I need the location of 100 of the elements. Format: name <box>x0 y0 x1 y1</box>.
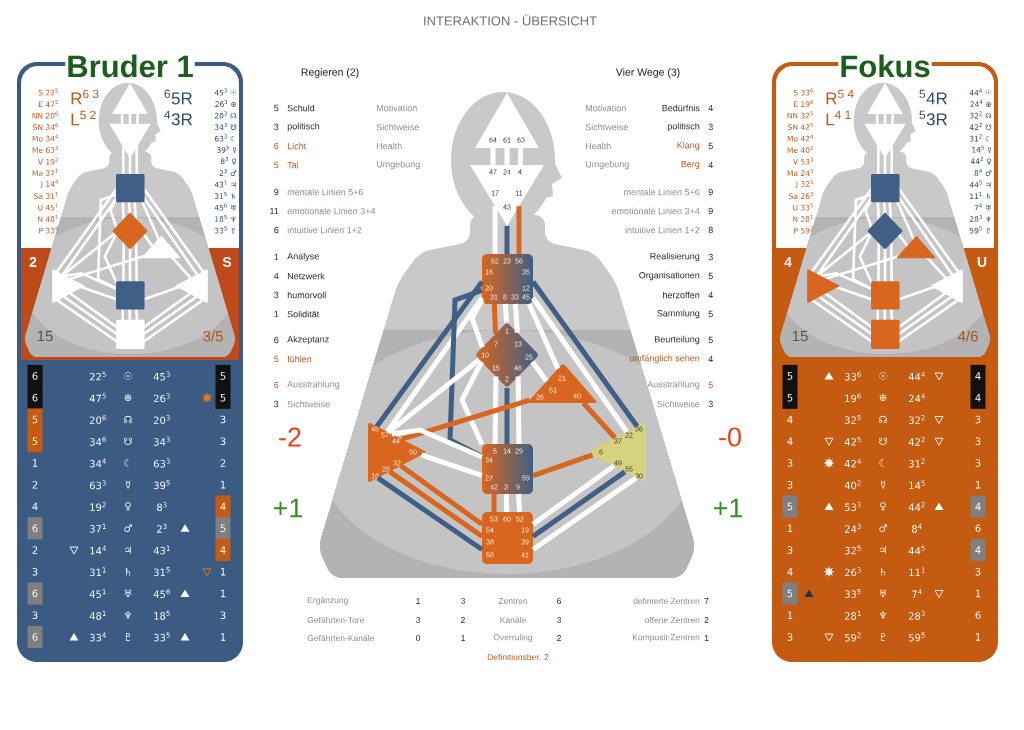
count-number: 3 <box>708 253 713 261</box>
planet-symbol: ♆ <box>879 611 887 619</box>
line-number: 3 <box>220 415 226 424</box>
channel-line <box>374 280 485 428</box>
count-number: 5 <box>708 336 713 344</box>
gate-number: 2$^{3}$ <box>157 523 167 533</box>
planet-symbol: ♅ <box>124 589 132 598</box>
gate-number: 47$^{5}$ <box>89 393 106 403</box>
gate-number: 31$^{5}$ <box>153 567 170 577</box>
channel-line <box>459 360 485 446</box>
gate-number: 42$^{2}$ <box>908 436 925 446</box>
section-heading: Regieren (2) <box>301 68 359 78</box>
gate-number: 14$^{4}$ <box>90 545 106 555</box>
gate-number: 34$^{3}$ <box>153 436 170 446</box>
summary-label: Gefährten-Kanäle <box>307 634 374 642</box>
keyword: Sichtweise <box>287 400 330 408</box>
gate-number: 19$^{6}$ <box>845 393 861 403</box>
score-number: -0 <box>719 427 741 447</box>
keyword: Analyse <box>287 252 319 262</box>
planet-symbol: ☊ <box>879 415 887 424</box>
planet-symbol: ☉ <box>879 372 887 380</box>
count-number: 1 <box>274 310 279 318</box>
keyword: mentale Linien 5+6 <box>624 188 700 196</box>
gate-number: 42$^{5}$ <box>844 436 861 446</box>
planet-symbol: ☋ <box>124 437 132 445</box>
line-number: 1 <box>220 568 226 576</box>
channel-line <box>391 427 483 460</box>
keyword: Realisierung <box>650 252 700 262</box>
rotation-label: $^{6}$5R <box>164 89 192 105</box>
planet-symbol: ♄ <box>125 568 131 576</box>
summary-number: 0 <box>415 635 421 641</box>
channel-line <box>530 360 549 383</box>
score-number: +1 <box>713 498 743 518</box>
profile-number: 4 <box>784 257 792 267</box>
line-number: 3 <box>220 437 226 446</box>
channel-line <box>515 376 522 445</box>
line-number: 3 <box>975 415 981 424</box>
count-number: 6 <box>274 226 279 234</box>
summary-number: 1 <box>704 635 709 641</box>
keyword: politisch <box>667 122 700 132</box>
count-number: 1 <box>274 253 279 261</box>
keyword: humorvoll <box>287 291 326 299</box>
summary-number: 6 <box>557 598 561 604</box>
gate-number: 28$^{3}$ <box>908 610 925 620</box>
gate-number: 39$^{5}$ <box>153 480 170 490</box>
gate-number: 31$^{1}$ <box>89 567 106 577</box>
summary-label: offene Zentren <box>645 616 700 624</box>
planet-symbol: ☾ <box>879 459 884 467</box>
count-number: 5 <box>708 310 713 318</box>
count-number: 9 <box>708 207 713 215</box>
line-number: 1 <box>975 589 981 598</box>
channel-line <box>401 397 531 442</box>
line-number: 4 <box>787 568 793 576</box>
gate-number: 32$^{5}$ <box>844 545 861 555</box>
keyword: politisch <box>287 122 320 132</box>
keyword: Schuld <box>287 104 315 112</box>
keyword: emotionale Linien 3+4 <box>611 207 700 215</box>
keyword: Organisationen <box>639 271 700 281</box>
count-number: 4 <box>708 355 713 363</box>
gate-number: 45$^{3}$ <box>153 371 170 381</box>
line-number: 1 <box>220 589 226 598</box>
channel-line <box>581 401 617 440</box>
gate-number: 24$^{4}$ <box>908 393 925 403</box>
line-number: 3 <box>220 611 226 620</box>
planet-symbol: ⊕ <box>124 394 132 402</box>
line-number: 6 <box>975 611 981 620</box>
category-label: Sichtweise <box>376 123 419 131</box>
channel-line <box>490 148 496 165</box>
line-number: 4 <box>787 437 793 445</box>
rotation-label: R$^{5 4}$ <box>826 89 854 105</box>
count-number: 5 <box>274 161 279 169</box>
keyword: umfänglich sehen <box>629 354 700 364</box>
line-number: 3 <box>787 633 793 641</box>
gate-number: 34$^{6}$ <box>89 436 106 446</box>
summary-label: definierte Zentren <box>633 597 700 605</box>
line-number: 3 <box>787 459 793 467</box>
keyword: Netzwerk <box>287 272 325 280</box>
keyword: Beurteilung <box>655 335 700 345</box>
count-number: 4 <box>708 291 713 299</box>
gate-number: 44$^{5}$ <box>908 545 925 555</box>
planet-symbol: ☿ <box>125 480 131 489</box>
channel-line <box>531 464 616 527</box>
line-number: 2 <box>32 546 38 554</box>
gate-number: 11$^{1}$ <box>909 567 925 577</box>
rotation-label: R$^{6 3}$ <box>71 89 99 105</box>
planet-symbol: ♇ <box>880 633 886 641</box>
count-number: 5 <box>274 104 279 112</box>
gate-number: 33$^{4}$ <box>89 632 106 642</box>
count-number: 4 <box>708 161 713 169</box>
channel-line <box>420 452 483 478</box>
category-label: Motivation <box>585 104 626 112</box>
gate-number: 33$^{5}$ <box>153 632 170 642</box>
page-title: INTERAKTION - ÜBERSICHT <box>424 14 597 26</box>
summary-label: Komposit-Zentren <box>632 634 700 642</box>
count-number: 4 <box>274 272 279 280</box>
line-number: 1 <box>975 481 981 489</box>
gate-number: 37$^{1}$ <box>89 523 106 533</box>
planet-symbol: ♀ <box>125 502 131 511</box>
line-number: 3 <box>787 480 793 489</box>
keyword: Ausstrahlung <box>287 380 340 390</box>
